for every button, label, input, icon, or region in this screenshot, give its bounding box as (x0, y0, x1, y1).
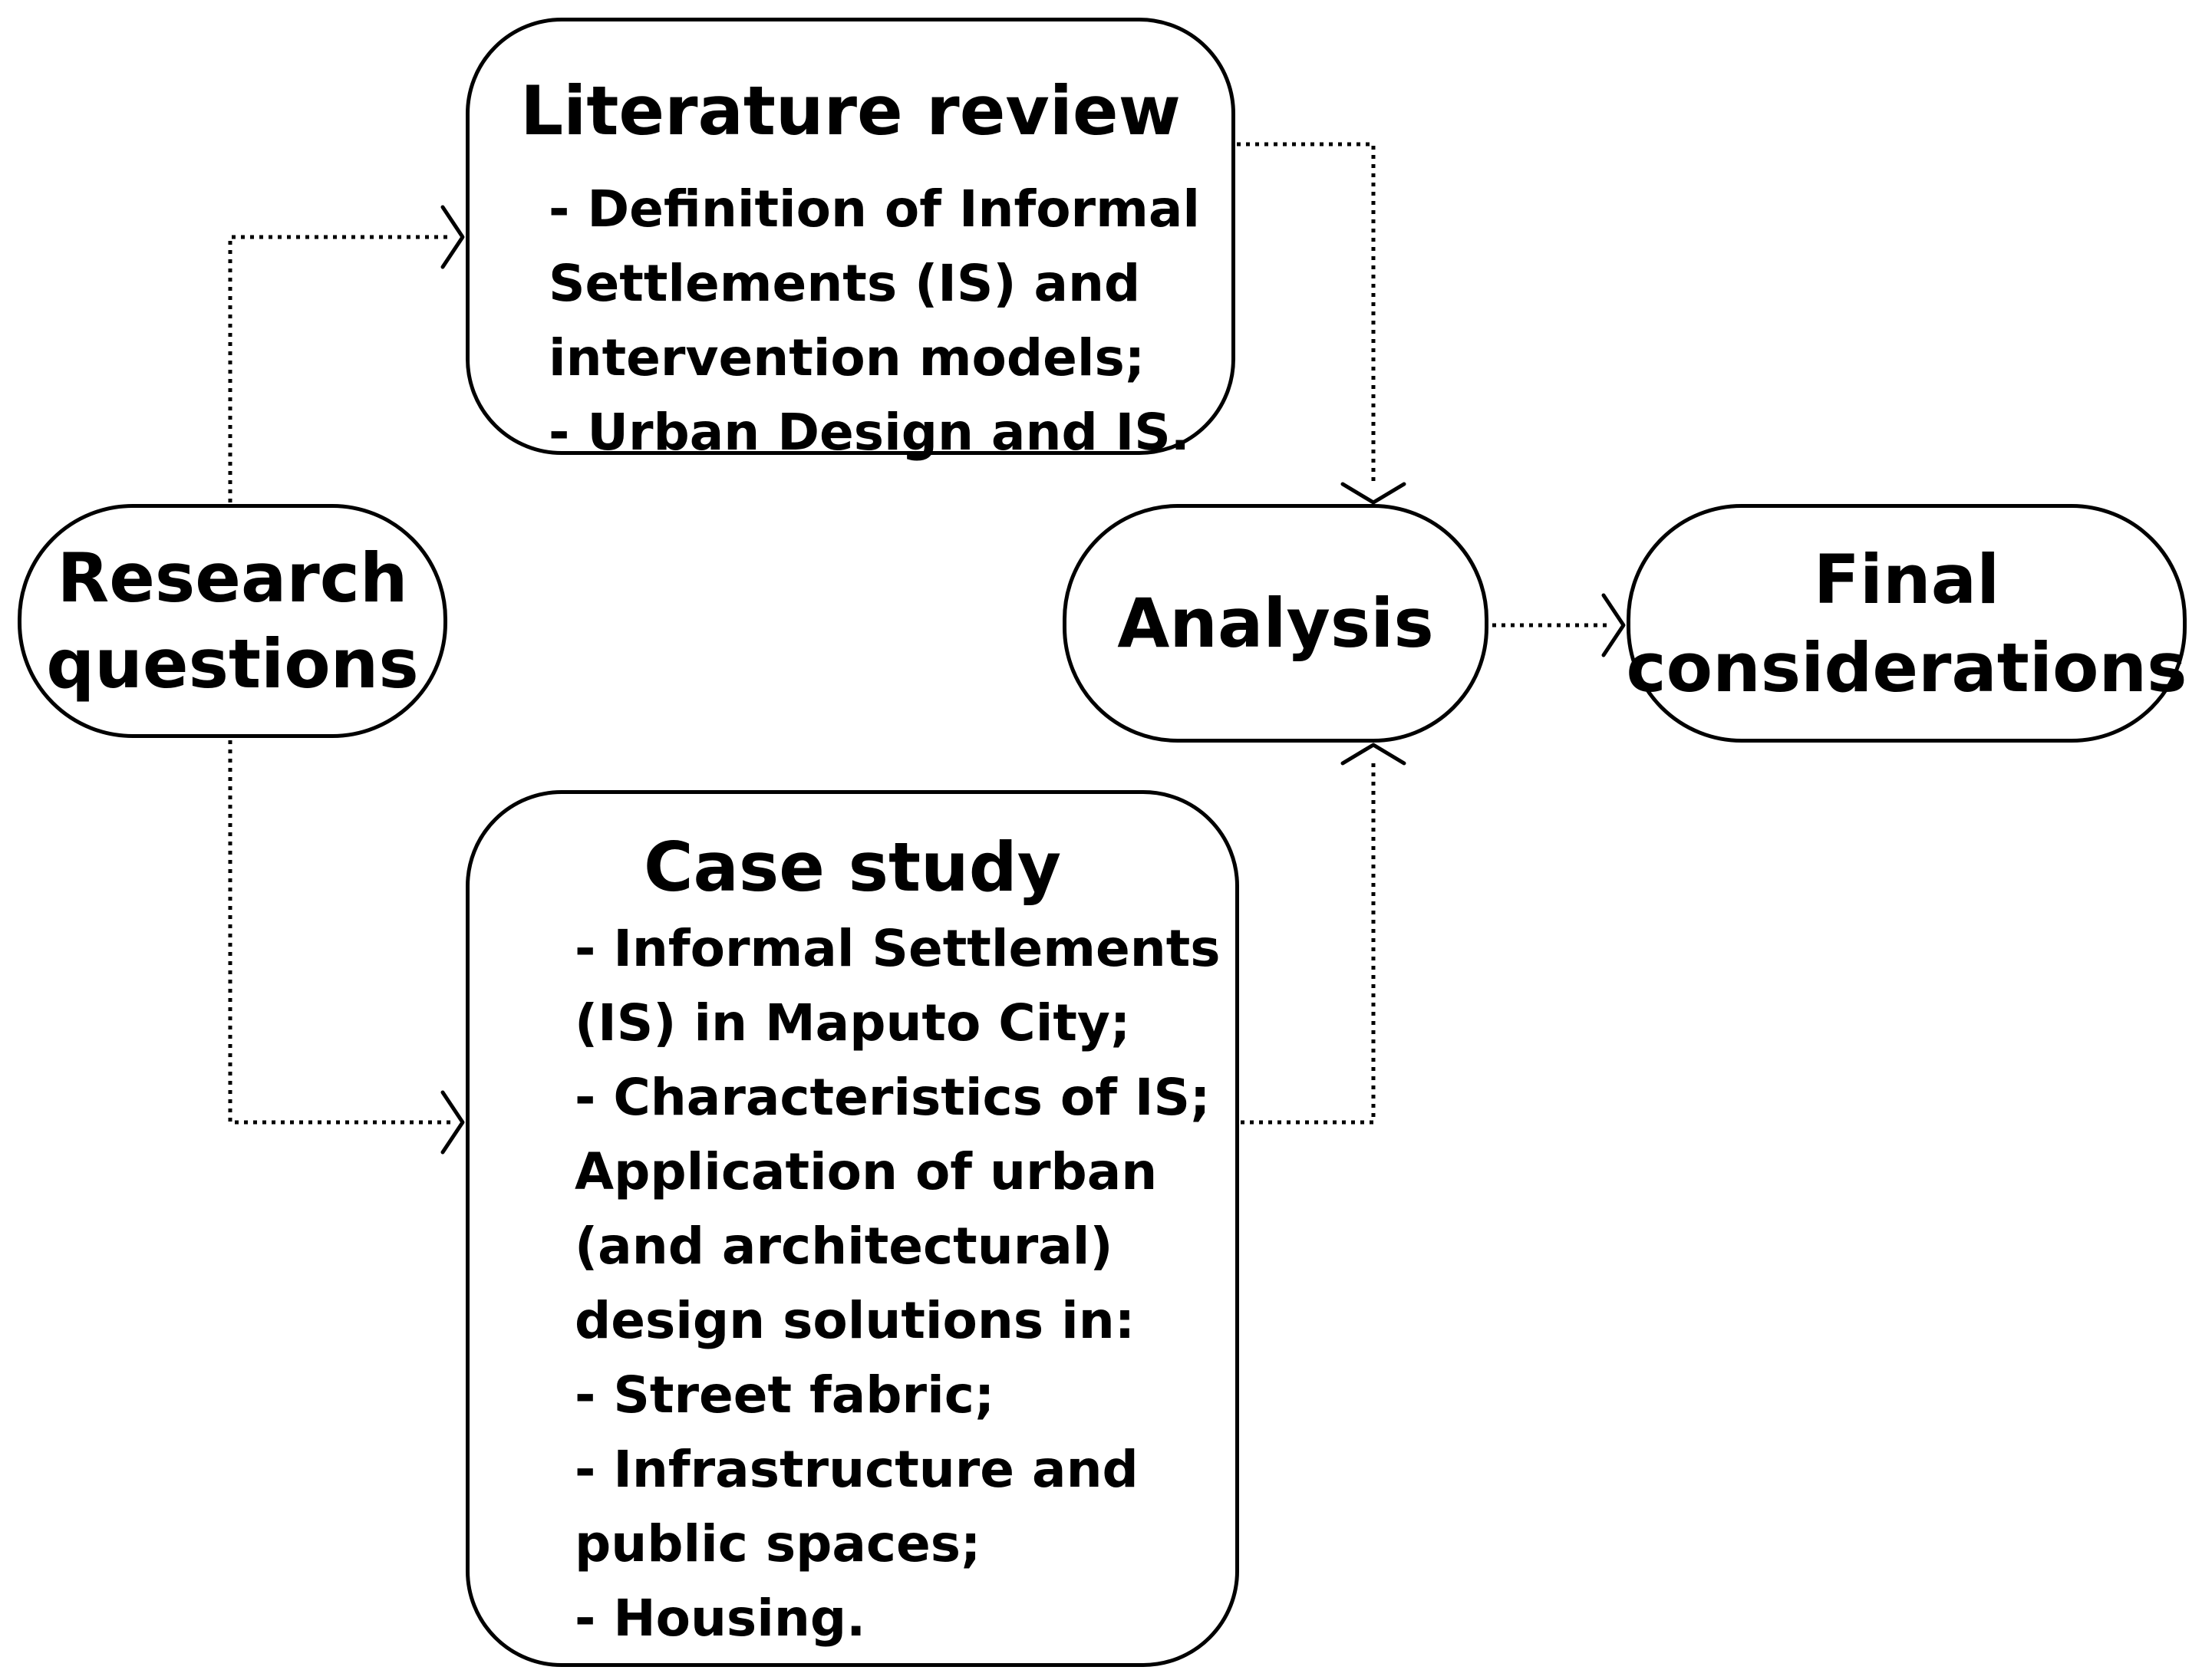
connector-literature-to-analysis (1237, 142, 1376, 483)
research-questions-node: Research questions (18, 504, 447, 738)
literature-review-node: Literature review - Definition of Inform… (466, 18, 1235, 462)
arrowhead-case-study (440, 1090, 465, 1155)
arrowhead-literature (440, 205, 465, 269)
literature-review-items: - Definition of Informal Settlements (IS… (549, 180, 1201, 462)
analysis-label: Analysis (1117, 583, 1434, 663)
case-study-node: Case study - Informal Settlements (IS) i… (466, 790, 1239, 1667)
arrowhead-final (1601, 593, 1626, 657)
literature-review-title: Literature review (520, 71, 1181, 150)
final-considerations-node: Final considerations (1627, 504, 2187, 743)
connector-case-study-to-analysis (1241, 759, 1376, 1125)
arrowhead-analysis-bottom (1340, 743, 1406, 766)
case-study-items: - Informal Settlements (IS) in Maputo Ci… (575, 919, 1221, 1648)
final-considerations-label: Final considerations (1626, 539, 2187, 707)
connector-research-to-case-study (228, 740, 453, 1125)
research-questions-label: Research questions (46, 538, 419, 703)
arrowhead-analysis-top (1340, 482, 1406, 505)
case-study-title: Case study (643, 828, 1062, 907)
analysis-node: Analysis (1063, 504, 1488, 743)
connector-research-to-literature (228, 235, 453, 502)
